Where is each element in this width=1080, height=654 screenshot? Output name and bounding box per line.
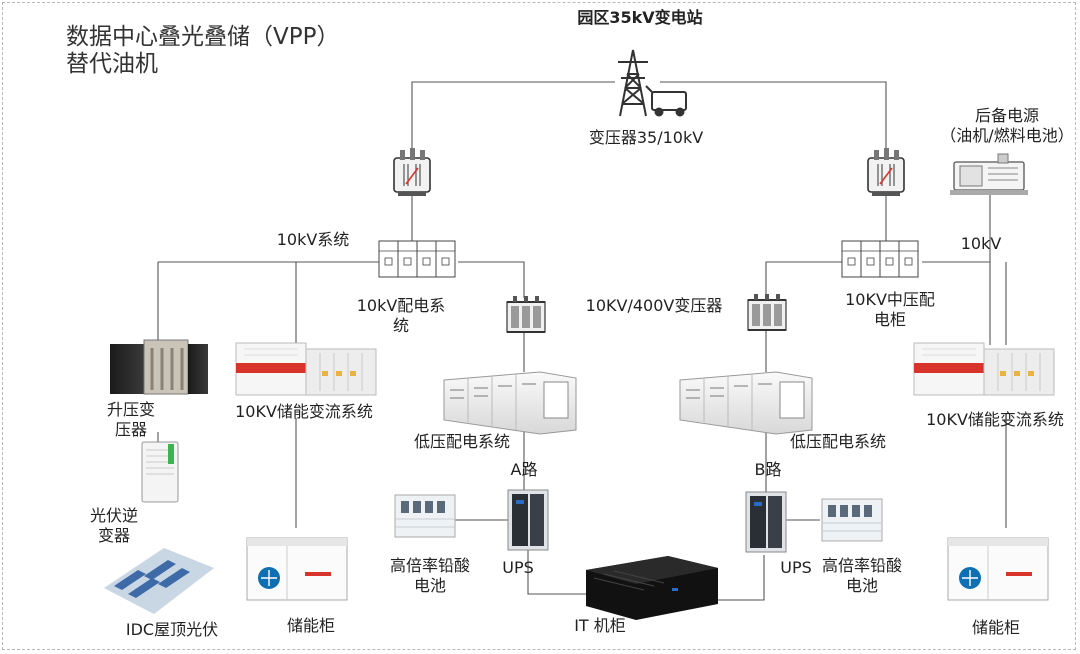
pv-inverter-icon [141,441,179,503]
label-route-a: A路 [510,460,538,479]
battery-rack-right [821,498,883,542]
label-transformer-main: 变压器35/10kV [588,128,704,147]
pcs-cabinet-left [235,342,377,396]
backup-generator-icon [950,153,1028,195]
label-battery-left: 高倍率铅酸 电池 [389,556,470,595]
it-rack-icon [586,556,718,620]
transformer-400v-left [506,296,546,333]
lv-panel-left [443,371,577,435]
label-transformer-400v: 10KV/400V变压器 [585,296,723,315]
lv-panel-right [679,371,813,435]
wires [157,81,1007,601]
transformer-icon-left [393,148,431,196]
label-backup-power: 后备电源 （油机/燃料电池） [940,106,1074,145]
label-step-up: 升压变 压器 [106,400,155,439]
label-dist-10kv: 10kV配电系 统 [356,296,446,335]
label-substation: 园区35kV变电站 [577,8,703,27]
label-idc-pv: IDC屋顶光伏 [125,620,219,639]
label-it-rack: IT 机柜 [574,616,626,635]
storage-cabinet-left [246,537,348,601]
label-ups-left: UPS [502,558,534,577]
label-pcs-left: 10KV储能变流系统 [235,402,373,421]
pcs-cabinet-right [913,342,1055,396]
battery-rack-left [394,494,456,538]
transformer-400v-right [747,294,787,331]
ups-cabinet-left [507,489,549,551]
transformer-icon-right [867,148,905,196]
switchgear-10kv-right [841,240,919,278]
ups-cabinet-right [745,491,787,553]
step-up-transformer-icon [110,339,208,395]
label-mv-cabinet: 10KV中压配 电柜 [845,290,935,329]
label-pv-inverter: 光伏逆 变器 [89,506,138,545]
substation-tower-icon [618,49,687,117]
diagram-title: 数据中心叠光叠储（VPP） 替代油机 [66,24,340,77]
rooftop-pv-icon [104,548,214,614]
storage-cabinet-right [947,537,1049,601]
label-battery-right: 高倍率铅酸 电池 [821,556,902,595]
label-sys-10kv-left: 10kV系统 [276,230,350,249]
label-route-b: B路 [754,460,782,479]
label-storage-left: 储能柜 [286,616,335,635]
label-ups-right: UPS [780,558,812,577]
label-storage-right: 储能柜 [971,618,1020,637]
label-lv-left: 低压配电系统 [413,432,510,451]
label-pcs-right: 10KV储能变流系统 [926,410,1064,429]
label-lv-right: 低压配电系统 [789,432,886,451]
switchgear-10kv-left [378,240,456,278]
label-sys-10kv-right: 10kV [960,234,1002,253]
